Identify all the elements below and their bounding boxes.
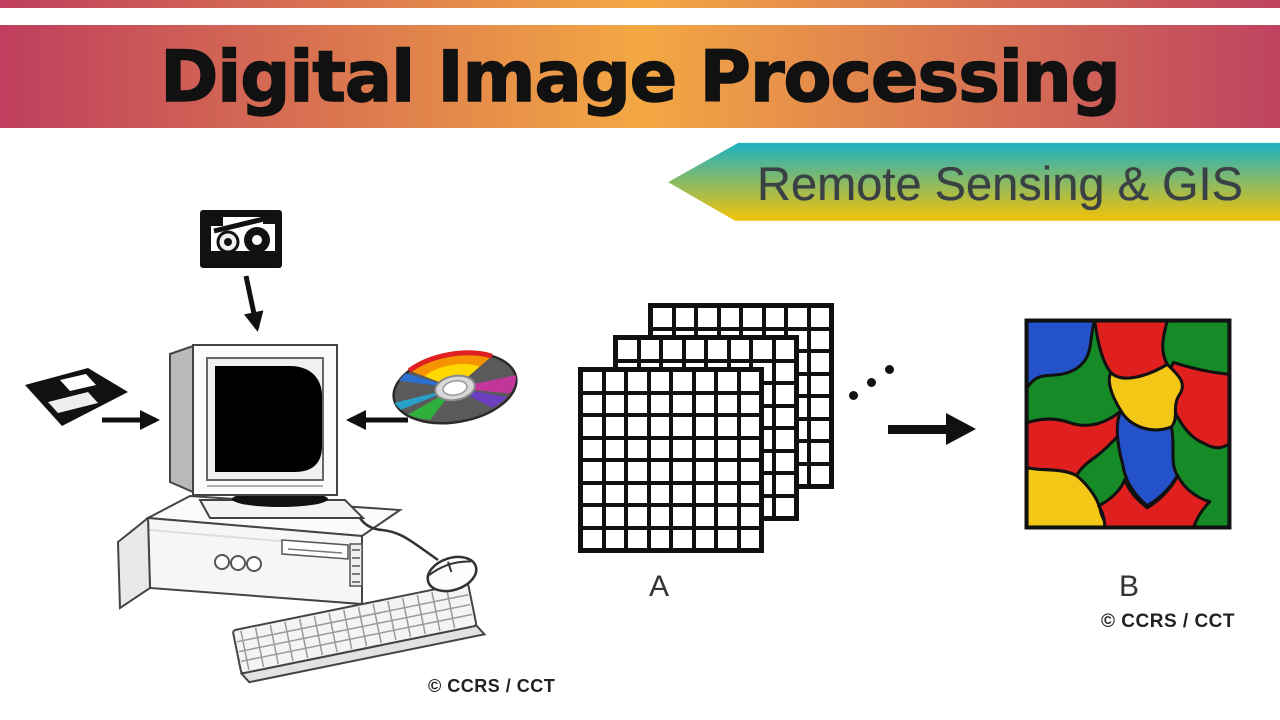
- cd-icon: [392, 350, 518, 425]
- monitor-icon: [169, 344, 338, 496]
- classified-map: [1024, 318, 1232, 530]
- keyboard-icon: [232, 582, 487, 684]
- top-gradient-strip: [0, 0, 1280, 8]
- copyright-caption-left: © CCRS / CCT: [428, 676, 556, 696]
- output-label: B: [1118, 570, 1139, 603]
- floppy-disk-icon: [25, 368, 128, 426]
- page-title: Digital Image Processing: [159, 35, 1121, 119]
- mouse-icon: [358, 517, 478, 593]
- ellipsis-dot-icon: [885, 365, 894, 374]
- tape-drive-icon: [200, 210, 282, 268]
- copyright-caption-right: © CCRS / CCT: [1101, 611, 1235, 632]
- subtitle-ribbon: Remote Sensing & GIS: [668, 142, 1280, 221]
- ellipsis-dot-icon: [867, 378, 876, 387]
- input-label: A: [648, 570, 669, 603]
- image-band-grid-front: [578, 367, 764, 553]
- process-arrow-icon: [888, 425, 948, 434]
- down-arrow-icon: [243, 275, 264, 332]
- subtitle-label: Remote Sensing & GIS: [757, 156, 1243, 210]
- ellipsis-dot-icon: [849, 391, 858, 400]
- header-banner: Digital Image Processing: [0, 25, 1280, 128]
- computer-diagram: [25, 210, 518, 684]
- process-arrow-head-icon: [946, 413, 976, 445]
